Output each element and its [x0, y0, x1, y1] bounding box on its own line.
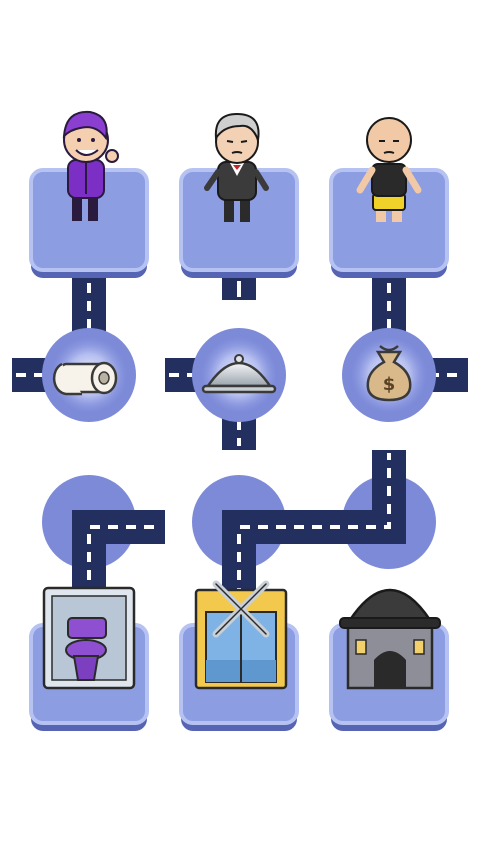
toilet-icon	[42, 586, 136, 690]
road-overlays	[72, 450, 406, 600]
item-node-money-bag[interactable]: $	[342, 328, 436, 422]
dollar-sign: $	[383, 374, 396, 395]
destination-tile-bank[interactable]	[329, 588, 449, 731]
toilet-paper-icon	[53, 361, 118, 396]
restaurant-icon	[194, 580, 288, 690]
money-bag-icon: $	[366, 345, 412, 402]
destination-tile-restaurant[interactable]	[179, 580, 299, 731]
character-tile-boss[interactable]	[179, 112, 299, 278]
bank-icon	[339, 588, 441, 690]
item-node-cloche[interactable]	[192, 328, 286, 422]
character-tile-purple[interactable]	[29, 110, 149, 278]
bald-character	[356, 117, 422, 222]
cloche-icon	[201, 354, 277, 394]
character-tile-bald[interactable]	[329, 117, 449, 278]
gray-hair-character	[204, 112, 269, 222]
item-node-toilet-paper[interactable]	[42, 328, 136, 422]
destination-tile-toilet[interactable]	[29, 586, 149, 731]
road-boss-stub[interactable]	[222, 278, 256, 300]
purple-hair-character	[62, 110, 119, 221]
